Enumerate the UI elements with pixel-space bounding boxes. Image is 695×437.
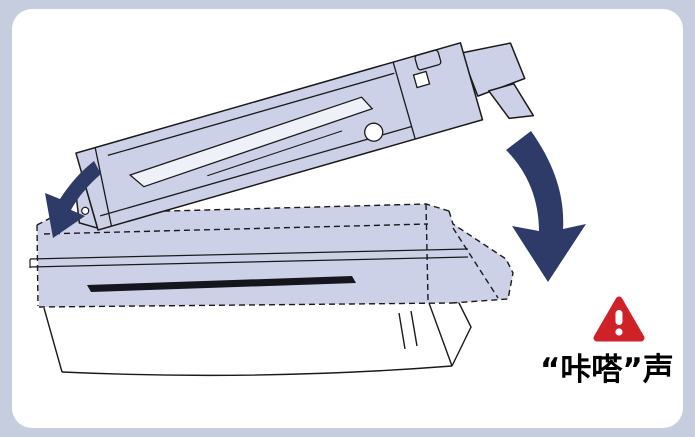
printer-body bbox=[43, 296, 472, 377]
cartridge-detail-lines bbox=[94, 49, 442, 227]
cartridge-slot-fill bbox=[37, 204, 513, 307]
cartridge-slot bbox=[29, 203, 514, 308]
warning-exclamation-bar bbox=[615, 310, 623, 325]
printer-front-edge bbox=[29, 248, 469, 268]
cartridge-latch-outline bbox=[414, 49, 442, 71]
slot-dark-groove bbox=[87, 276, 356, 292]
cartridge-handle-groove bbox=[128, 96, 374, 188]
click-sound-text: “咔嗒”声 bbox=[540, 352, 674, 388]
printer-left-edge bbox=[43, 307, 63, 373]
large-down-arrow-icon bbox=[506, 131, 586, 282]
printer-corner-edge bbox=[451, 296, 472, 367]
cartridge-square-detail bbox=[412, 70, 431, 89]
printer-right-edge bbox=[428, 302, 453, 367]
cartridge-left-pin bbox=[81, 206, 90, 215]
printer-detail-line-1 bbox=[398, 312, 406, 350]
cartridge-round-hole bbox=[364, 122, 384, 142]
cartridge-handle-inner-line bbox=[207, 130, 343, 177]
small-curved-arrow-icon bbox=[45, 161, 101, 238]
cartridge-foot bbox=[488, 82, 535, 120]
cartridge-slot-dashed-outline bbox=[36, 203, 514, 308]
toner-cartridge bbox=[75, 42, 535, 231]
printer-detail-line-2 bbox=[410, 310, 418, 347]
warning-exclamation-dot bbox=[615, 328, 623, 336]
printer-bottom-edge bbox=[61, 365, 453, 377]
warning-icon bbox=[593, 296, 645, 342]
caption: “咔嗒”声 bbox=[540, 344, 690, 389]
